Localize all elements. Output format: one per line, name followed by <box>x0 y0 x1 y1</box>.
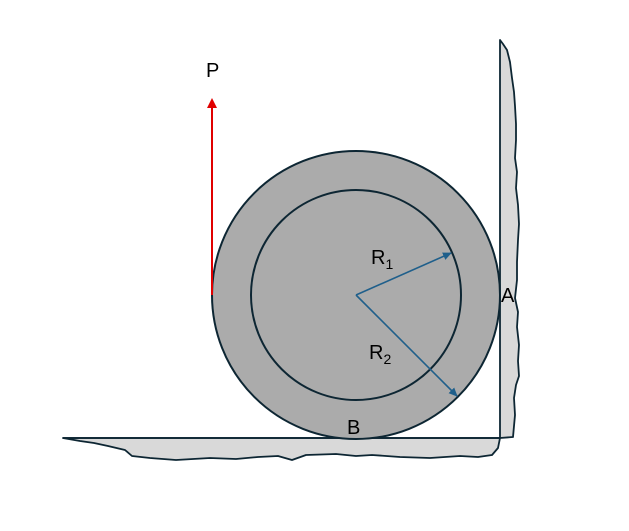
outer-radius-subscript: 2 <box>383 351 391 367</box>
inner-circle <box>250 189 462 401</box>
inner-radius-label: R1 <box>371 247 393 272</box>
inner-radius-arrow <box>355 252 452 296</box>
inner-radius-subscript: 1 <box>385 256 393 272</box>
wall-contact-label: A <box>501 285 515 307</box>
floor <box>62 437 501 461</box>
outer-radius-label: R2 <box>369 342 391 367</box>
inner-radius-symbol: R <box>371 247 385 269</box>
force-label: P <box>206 60 219 82</box>
outer-radius-symbol: R <box>369 342 383 364</box>
wall <box>499 39 520 439</box>
floor-contact-label: B <box>347 417 360 439</box>
outer-radius-arrow <box>355 294 458 397</box>
